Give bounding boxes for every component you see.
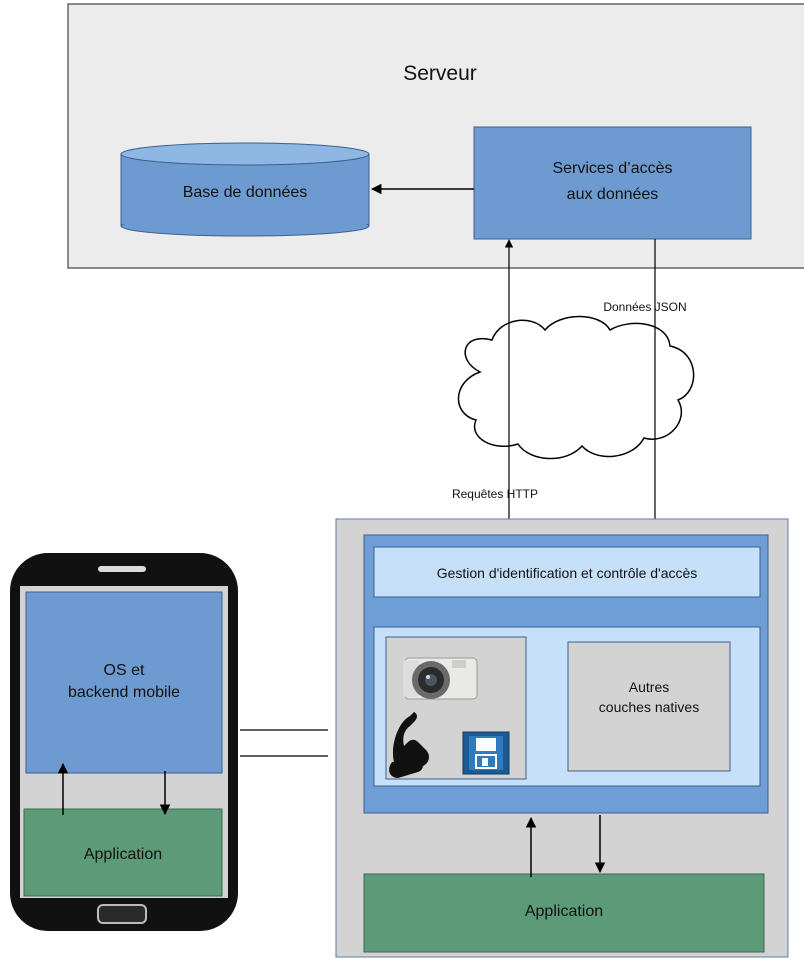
floppy-disk-icon bbox=[462, 731, 510, 775]
server-title: Serveur bbox=[403, 62, 477, 85]
os-label-line1: OS et bbox=[103, 662, 145, 679]
identity-box bbox=[373, 546, 761, 598]
json-label: Données JSON bbox=[603, 300, 687, 314]
database-cylinder bbox=[120, 142, 370, 237]
client-app-label: Application bbox=[524, 903, 604, 920]
os-label-line2: backend mobile bbox=[67, 684, 181, 701]
phone-handset-icon bbox=[389, 712, 429, 778]
other-native-box bbox=[567, 641, 731, 772]
services-label-line1: Services d’accès bbox=[552, 160, 673, 177]
client-app-box bbox=[363, 873, 765, 953]
native-label-line1: Autres bbox=[628, 679, 670, 695]
database-label: Base de données bbox=[182, 184, 308, 201]
camera-icon bbox=[403, 657, 478, 700]
network-cloud bbox=[457, 315, 695, 460]
http-label: Requêtes HTTP bbox=[451, 487, 539, 501]
phone-app-label: Application bbox=[83, 846, 163, 863]
identity-label: Gestion d'identification et contrôle d'a… bbox=[436, 565, 698, 581]
native-label-line2: couches natives bbox=[598, 699, 700, 715]
services-label-line2: aux données bbox=[566, 186, 659, 203]
services-box bbox=[473, 126, 752, 240]
phone-device bbox=[10, 553, 238, 931]
